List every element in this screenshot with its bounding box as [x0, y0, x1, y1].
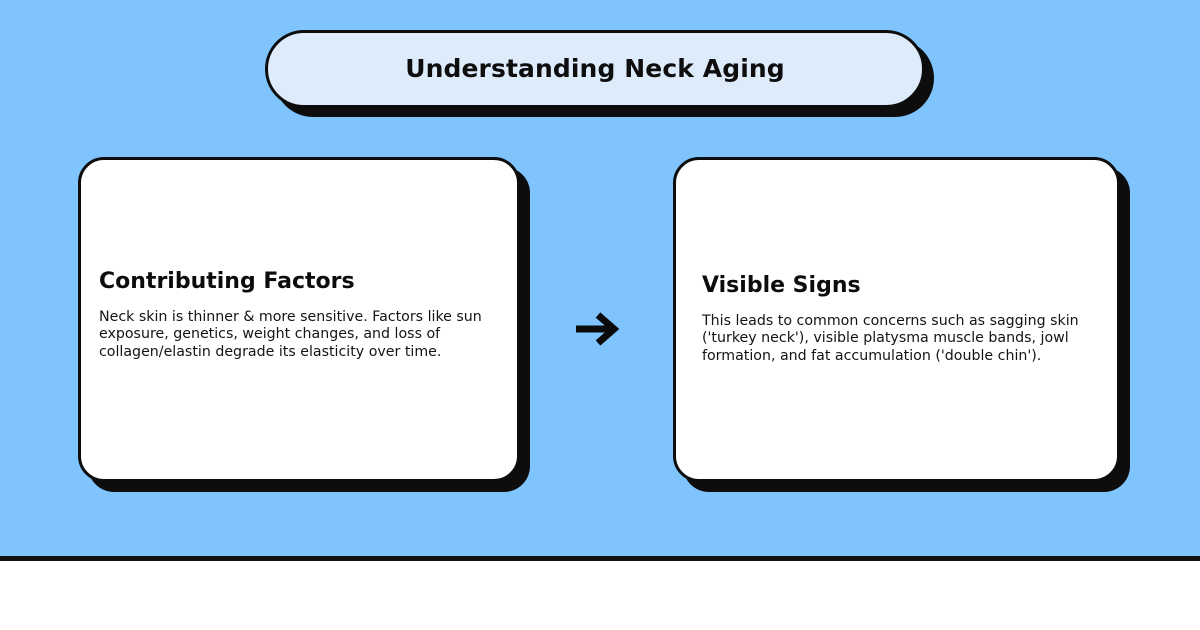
card-contributing-factors: Contributing Factors Neck skin is thinne… — [78, 157, 520, 482]
card-heading-visible-signs: Visible Signs — [702, 273, 861, 299]
card-body-contributing-factors: Neck skin is thinner & more sensitive. F… — [99, 308, 482, 360]
card-content: Visible Signs This leads to common conce… — [702, 273, 1097, 365]
arrow-right-icon — [574, 307, 626, 351]
connector-arrow — [572, 300, 628, 358]
card-content: Contributing Factors Neck skin is thinne… — [99, 269, 495, 361]
card-heading-contributing-factors: Contributing Factors — [99, 269, 355, 295]
card-body-visible-signs: This leads to common concerns such as sa… — [702, 312, 1079, 364]
page-title: Understanding Neck Aging — [405, 54, 785, 84]
infographic-canvas: Understanding Neck Aging Contributing Fa… — [0, 0, 1200, 561]
card-visible-signs: Visible Signs This leads to common conce… — [673, 157, 1120, 482]
title-pill: Understanding Neck Aging — [265, 30, 925, 108]
footer-strip — [0, 566, 1200, 630]
